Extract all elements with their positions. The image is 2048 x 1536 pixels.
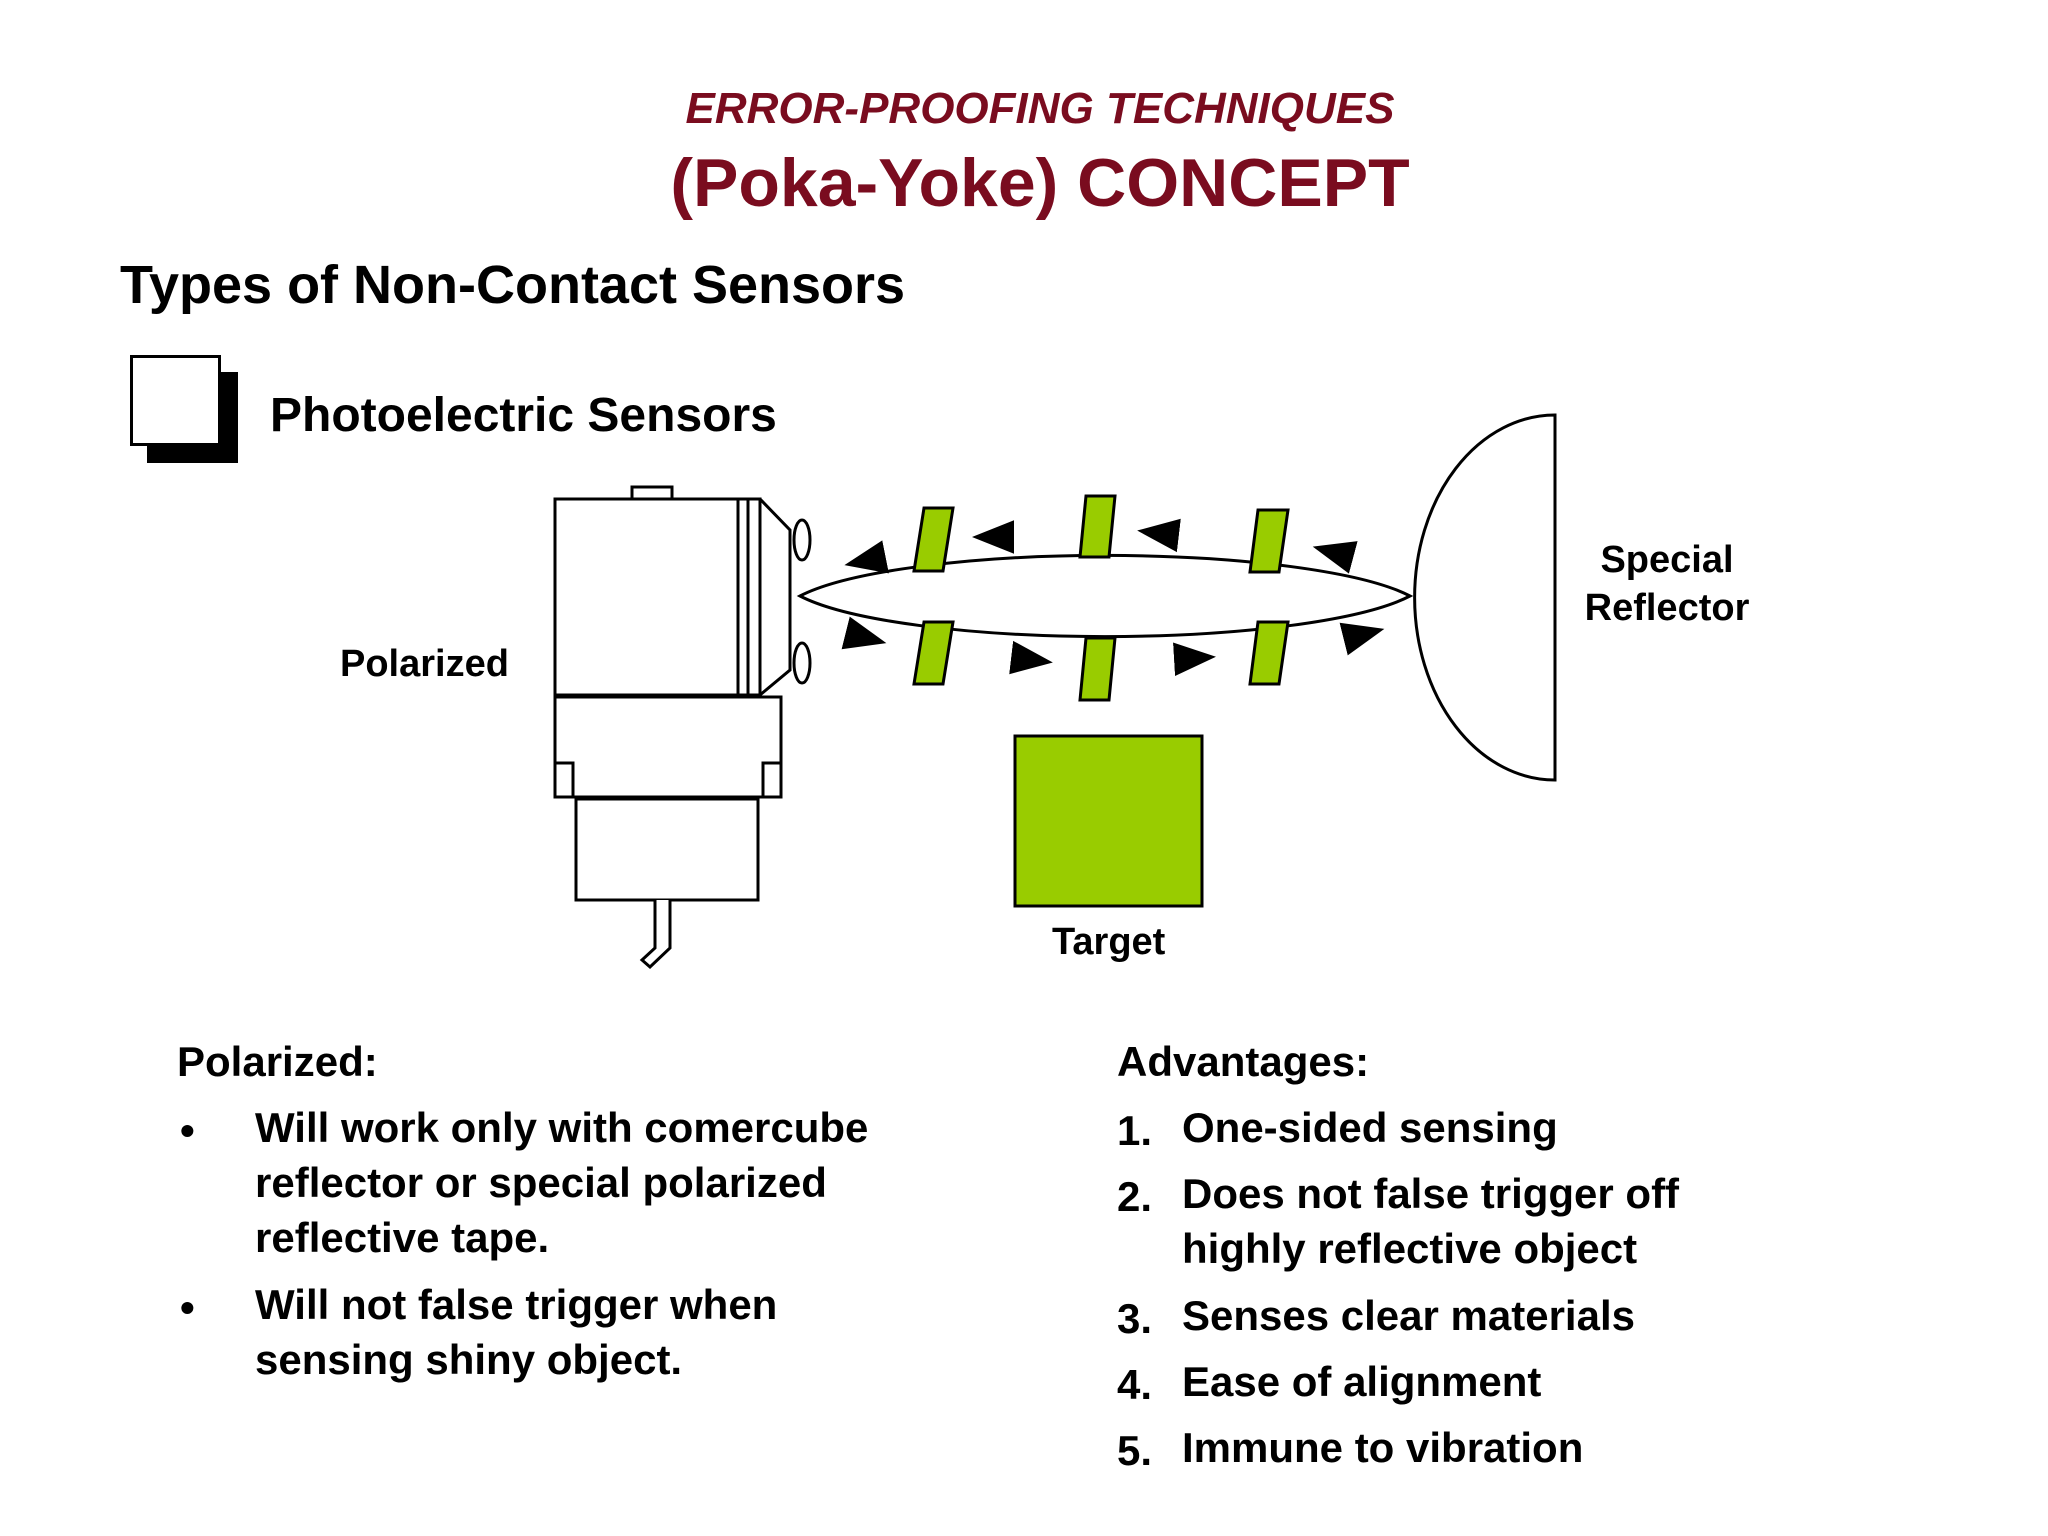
list-text: Ease of alignment <box>1182 1354 1541 1409</box>
title-line-1: ERROR-PROOFING TECHNIQUES <box>685 84 1395 133</box>
polarizing-filter <box>1078 494 1117 559</box>
list-line: Ease of alignment <box>1182 1358 1542 1405</box>
list-line: One-sided sensing <box>1182 1104 1558 1151</box>
sensor-housing <box>553 497 762 697</box>
bullet-marker: • <box>180 1284 195 1331</box>
bullet-line: reflective tape. <box>255 1214 550 1261</box>
polarizing-filter <box>912 506 955 573</box>
light-beam-path <box>796 553 1414 639</box>
target-label: Target <box>1052 921 1166 963</box>
section-heading: Types of Non-Contact Sensors <box>120 255 906 315</box>
sensor-body <box>553 485 812 970</box>
list-number: 3. <box>1117 1295 1153 1342</box>
right-column-heading: Advantages: <box>1117 1038 1370 1085</box>
reflector-label: Special Reflector <box>1577 536 1757 632</box>
beam-arrows <box>841 518 1385 677</box>
list-line: Immune to vibration <box>1182 1424 1584 1471</box>
bullet-line: Will work only with comercube <box>255 1104 869 1151</box>
sensor-base <box>574 797 760 902</box>
list-number: 2. <box>1117 1173 1153 1220</box>
bullet-text: Will work only with comercube reflector … <box>255 1100 868 1265</box>
list-number: 1. <box>1117 1107 1153 1154</box>
sensor-cable <box>639 900 672 970</box>
polarizing-filters <box>912 494 1290 702</box>
bullet-line: reflector or special polarized <box>255 1159 827 1206</box>
reflector-label-line1: Special <box>1600 539 1734 581</box>
list-text: Senses clear materials <box>1182 1288 1635 1343</box>
sensor-mount <box>553 695 783 799</box>
emitter-lens <box>792 518 812 562</box>
polarizing-filter <box>1248 508 1290 574</box>
polarizing-filter <box>1248 620 1290 686</box>
sensor-label: Polarized <box>340 643 509 685</box>
left-column-heading: Polarized: <box>177 1038 378 1085</box>
list-text: Immune to vibration <box>1182 1420 1583 1475</box>
square-bullet-icon <box>130 355 221 446</box>
receiver-lens <box>792 641 812 685</box>
bullet-line: sensing shiny object. <box>255 1336 683 1383</box>
bullet-line: Will not false trigger when <box>255 1281 778 1328</box>
special-reflector <box>1413 413 1557 782</box>
bullet-marker: • <box>180 1107 195 1154</box>
list-text: One-sided sensing <box>1182 1100 1558 1155</box>
bullet-text: Will not false trigger when sensing shin… <box>255 1277 777 1387</box>
reflector-label-line2: Reflector <box>1584 587 1750 629</box>
list-number: 5. <box>1117 1427 1153 1474</box>
list-line: Senses clear materials <box>1182 1292 1635 1339</box>
list-line: Does not false trigger off <box>1182 1170 1680 1217</box>
sensor-lens-bevel <box>758 497 792 697</box>
list-line: highly reflective object <box>1182 1225 1638 1272</box>
polarizing-filter <box>1078 636 1117 702</box>
title-line-2: (Poka-Yoke) CONCEPT <box>670 145 1410 221</box>
sub-heading: Photoelectric Sensors <box>270 389 777 442</box>
target-block <box>1013 734 1204 908</box>
polarizing-filter <box>912 620 955 686</box>
list-number: 4. <box>1117 1361 1153 1408</box>
list-text: Does not false trigger off highly reflec… <box>1182 1166 1679 1276</box>
